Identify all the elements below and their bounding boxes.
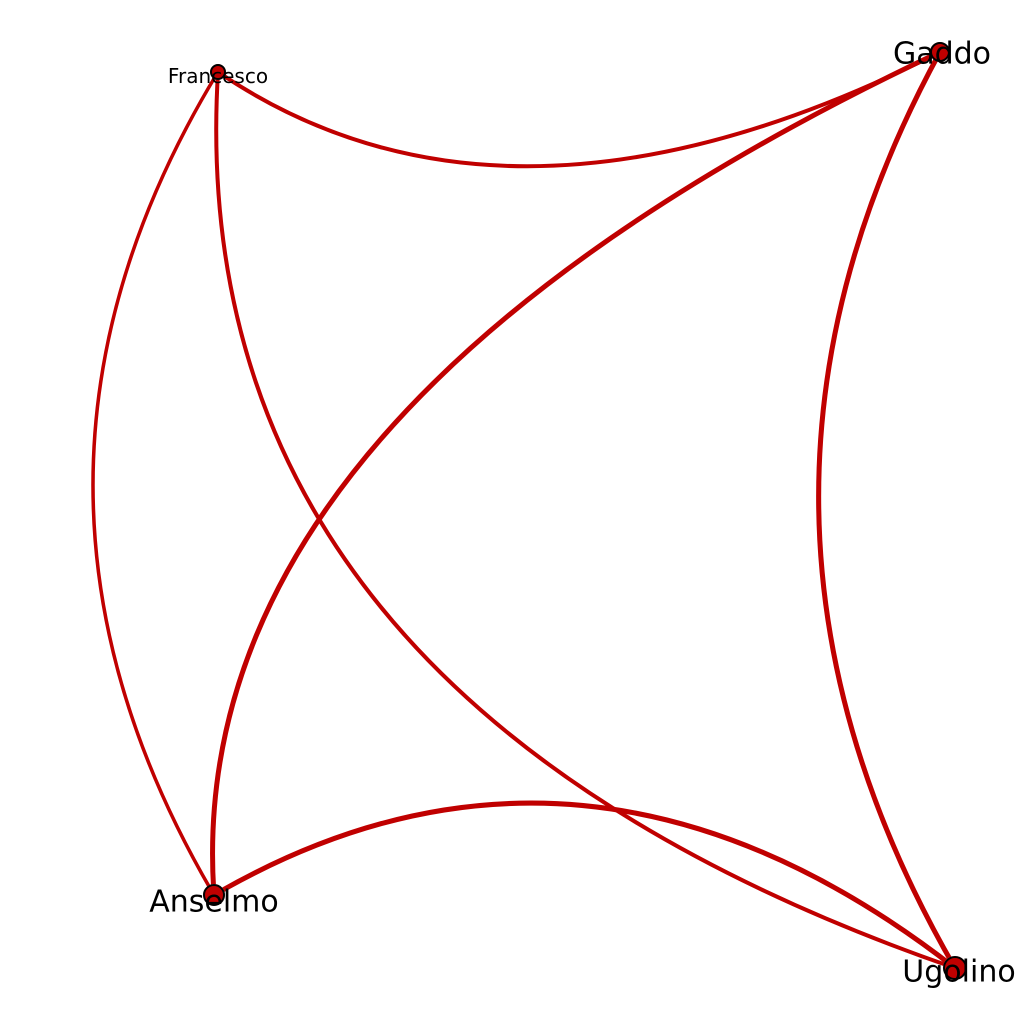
edge-francesco-anselmo xyxy=(91,70,220,897)
edge-francesco-ugolino xyxy=(214,70,957,970)
node-label-gaddo: Gaddo xyxy=(893,37,991,72)
edge-gaddo-anselmo xyxy=(210,49,943,898)
edge-anselmo-ugolino xyxy=(211,800,958,971)
node-gaddo xyxy=(930,42,950,62)
node-ugolino xyxy=(943,956,967,980)
node-anselmo xyxy=(203,884,225,906)
graph-edges xyxy=(91,49,958,971)
edge-gaddo-ugolino xyxy=(816,49,958,971)
node-label-francesco: Francesco xyxy=(168,64,268,88)
node-label-ugolino: Ugolino xyxy=(902,955,1015,990)
graph-nodes xyxy=(203,42,967,980)
node-label-anselmo: Anselmo xyxy=(149,885,279,920)
edge-francesco-gaddo xyxy=(216,50,942,169)
node-francesco xyxy=(210,64,226,80)
